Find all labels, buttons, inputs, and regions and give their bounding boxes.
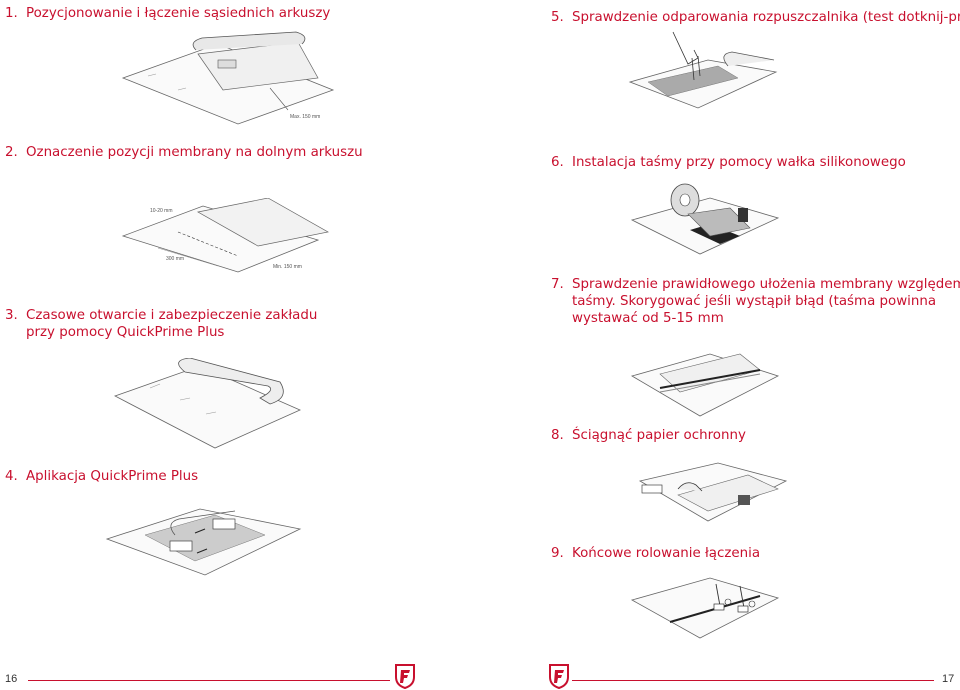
step-text-line2: przy pomocy QuickPrime Plus bbox=[26, 325, 225, 340]
step-text: Sprawdzenie odparowania rozpuszczalnika … bbox=[572, 10, 960, 25]
footer-rule-right bbox=[572, 680, 934, 681]
step-1-heading: 1. Pozycjonowanie i łączenie sąsiednich a… bbox=[5, 5, 330, 22]
step-number: 7. bbox=[551, 277, 564, 292]
step-9-heading: 9. Końcowe rolowanie łączenia bbox=[551, 545, 760, 562]
step-2-heading: 2. Oznaczenie pozycji membrany na dolnym … bbox=[5, 144, 363, 161]
page-number-right: 17 bbox=[942, 673, 955, 685]
step-number: 4. bbox=[5, 469, 18, 484]
illustration-check-position bbox=[630, 340, 780, 418]
step-text: Aplikacja QuickPrime Plus bbox=[26, 469, 199, 484]
illustration-marking-position: 10-20 mm 300 mm Min. 150 mm bbox=[118, 198, 343, 278]
step-number: 5. bbox=[551, 10, 564, 25]
step-text: Końcowe rolowanie łączenia bbox=[572, 546, 761, 561]
illustration-final-rolling bbox=[630, 572, 780, 640]
step-text-line2: taśmy. Skorygować jeśli wystąpił błąd (t… bbox=[572, 294, 937, 309]
illustration-tape-installation bbox=[630, 178, 780, 256]
max-dimension-label: Max. 150 mm bbox=[290, 114, 320, 120]
step-number: 2. bbox=[5, 145, 18, 160]
step-8-heading: 8. Ściągnąć papier ochronny bbox=[551, 427, 746, 444]
step-text: Czasowe otwarcie i zabezpieczenie zakład… bbox=[26, 308, 318, 323]
roller-icon bbox=[738, 208, 748, 222]
step-number: 3. bbox=[5, 308, 18, 323]
footer-rule-left bbox=[28, 680, 390, 681]
logo-icon bbox=[395, 664, 415, 690]
step-7-heading: 7. Sprawdzenie prawidłowego ułożenia memb… bbox=[551, 276, 960, 327]
step-text: Instalacja taśmy przy pomocy wałka silik… bbox=[572, 155, 906, 170]
step-number: 6. bbox=[551, 155, 564, 170]
illustration-remove-release-paper bbox=[638, 455, 788, 525]
logo-icon bbox=[549, 664, 569, 690]
firestone-f-logo-left bbox=[394, 663, 416, 690]
step-4-heading: 4. Aplikacja QuickPrime Plus bbox=[5, 468, 198, 485]
firestone-f-logo-right bbox=[548, 663, 570, 690]
step-text-line3: wystawać od 5-15 mm bbox=[572, 311, 724, 326]
hand-icon bbox=[169, 518, 236, 552]
step-6-heading: 6. Instalacja taśmy przy pomocy wałka sil… bbox=[551, 154, 906, 171]
step-number: 9. bbox=[551, 546, 564, 561]
label-300mm: 300 mm bbox=[166, 256, 184, 262]
illustration-membrane-overlap: Max. 150 mm bbox=[118, 30, 343, 125]
illustration-temporary-opening bbox=[110, 358, 310, 453]
step-text: Pozycjonowanie i łączenie sąsiednich ark… bbox=[26, 6, 331, 21]
roller-icon bbox=[713, 583, 749, 613]
step-text: Ściągnąć papier ochronny bbox=[572, 428, 746, 443]
illustration-finger-test bbox=[628, 30, 778, 110]
illustration-quickprime-application bbox=[105, 505, 305, 585]
step-text: Sprawdzenie prawidłowego ułożenia membra… bbox=[572, 277, 960, 292]
tape-roll-icon bbox=[670, 183, 700, 217]
step-3-heading: 3. Czasowe otwarcie i zabezpieczenie zakł… bbox=[5, 307, 317, 341]
page-number-left: 16 bbox=[5, 673, 18, 685]
step-number: 8. bbox=[551, 428, 564, 443]
step-number: 1. bbox=[5, 6, 18, 21]
step-5-heading: 5. Sprawdzenie odparowania rozpuszczalnik… bbox=[551, 9, 960, 26]
step-text: Oznaczenie pozycji membrany na dolnym ar… bbox=[26, 145, 363, 160]
label-min-150mm: Min. 150 mm bbox=[273, 264, 302, 270]
hand-icon bbox=[672, 31, 701, 81]
label-10-20mm: 10-20 mm bbox=[150, 208, 173, 214]
hand-icon bbox=[677, 482, 703, 492]
